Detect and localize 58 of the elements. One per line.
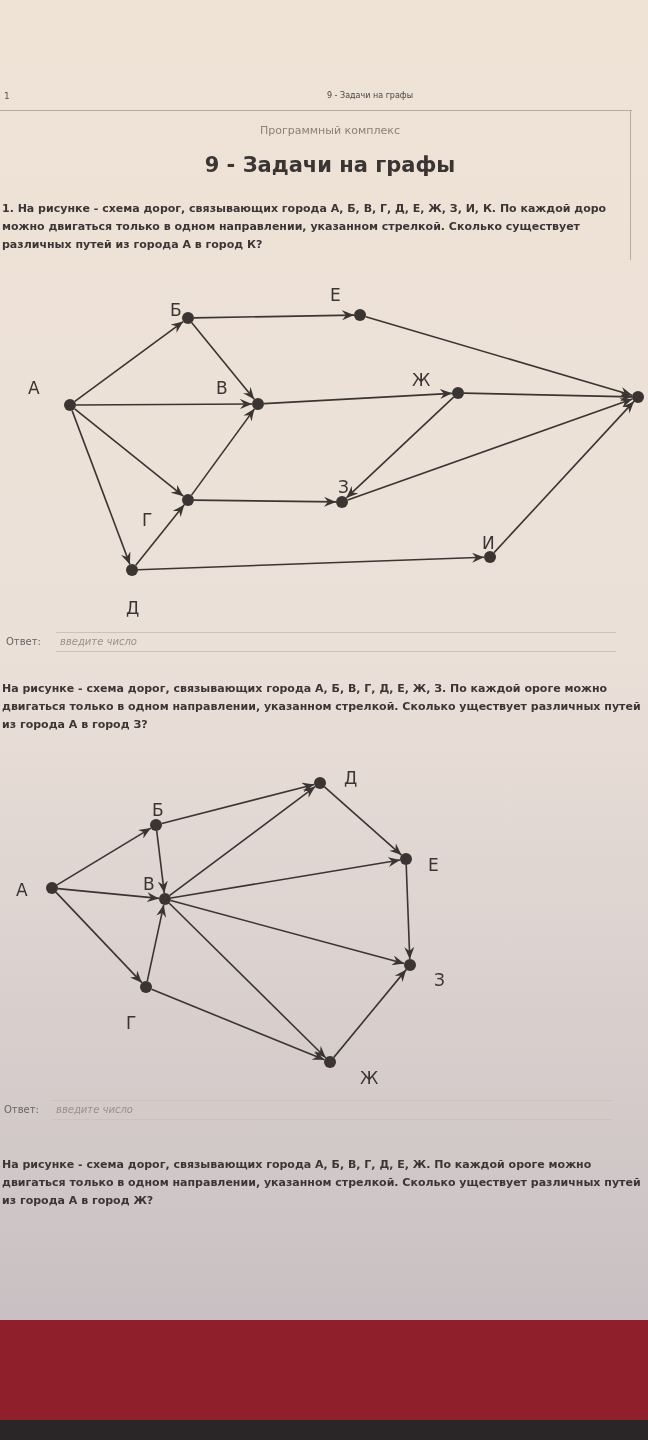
- arrow: [73, 407, 185, 498]
- arrow: [345, 396, 455, 499]
- vertex-label: Б: [152, 800, 164, 820]
- page-number: 1: [4, 90, 11, 103]
- answer-field: введите число: [56, 632, 616, 652]
- arrow: [146, 904, 167, 982]
- vertex-label: А: [16, 880, 28, 900]
- arrow: [191, 321, 255, 401]
- arrow: [55, 891, 143, 984]
- arrow: [346, 398, 634, 501]
- arrow: [364, 315, 634, 397]
- arrow: [134, 503, 186, 567]
- arrow: [190, 408, 256, 496]
- title: 9 - Задачи на графы: [203, 152, 457, 179]
- vertex-label: З: [338, 477, 349, 497]
- vertex-label: Г: [126, 1013, 137, 1033]
- arrow: [333, 968, 407, 1059]
- arrow: [71, 409, 131, 566]
- vertex-label: Г: [142, 510, 153, 530]
- vertex-label: Д: [126, 598, 140, 618]
- vertex-label: В: [143, 874, 155, 894]
- vertex-label: И: [482, 533, 495, 553]
- subtitle: Программный комплекс: [259, 123, 401, 139]
- vertex-label: Е: [330, 285, 341, 305]
- vertex-label: Ж: [360, 1068, 379, 1088]
- arrow: [57, 887, 160, 903]
- arrow: [170, 899, 405, 966]
- vertex-label: В: [216, 378, 228, 398]
- vertex-label: З: [434, 970, 445, 990]
- arrow: [169, 785, 316, 897]
- arrow: [75, 399, 253, 410]
- arrow: [168, 902, 327, 1059]
- answer-label: Ответ:: [6, 635, 42, 649]
- arrow: [193, 310, 355, 321]
- arrow: [493, 400, 635, 554]
- arrow: [56, 827, 152, 886]
- vertex-label: Ж: [412, 370, 431, 390]
- vertex-label: А: [28, 378, 40, 398]
- arrow: [263, 389, 453, 405]
- arrow: [404, 864, 415, 960]
- question-text: 1. На рисунке - схема дорог, связывающих города А, Б, В, Г, Д, Е, Ж, З, И, К. По каждой доро можно двигаться только в одном направлении, указанном стрелкой. Сколько существует различных путей из города А в город К?: [2, 201, 608, 253]
- arrow: [150, 988, 326, 1061]
- arrow: [463, 391, 633, 402]
- question-text: На рисунке - схема дорог, связывающих города А, Б, В, Г, Д, Е, Ж. По каждой ороге можно двигаться только в одном направлении, указанном стрелкой. Сколько уществует различных путей из города А в город Ж?: [2, 1157, 642, 1209]
- answer-field: введите число: [52, 1100, 612, 1120]
- answer-label: Ответ:: [4, 1103, 40, 1117]
- vertex-label: Е: [428, 855, 439, 875]
- arrow: [74, 320, 184, 403]
- vertex-label: Б: [170, 300, 182, 320]
- arrow: [155, 830, 168, 894]
- arrow: [170, 857, 401, 899]
- arrow: [323, 786, 403, 856]
- arrow: [193, 496, 337, 507]
- question-text: На рисунке - схема дорог, связывающих города А, Б, В, Г, Д, Е, Ж, З. По каждой ороге можно двигаться только в одном направлении, указанном стрелкой. Сколько уществует различных путей из города А в город З?: [2, 681, 642, 733]
- arrow: [161, 782, 315, 825]
- arrow: [137, 552, 485, 571]
- page-header: 9 - Задачи на графы: [326, 90, 414, 102]
- vertex-label: Д: [344, 768, 358, 788]
